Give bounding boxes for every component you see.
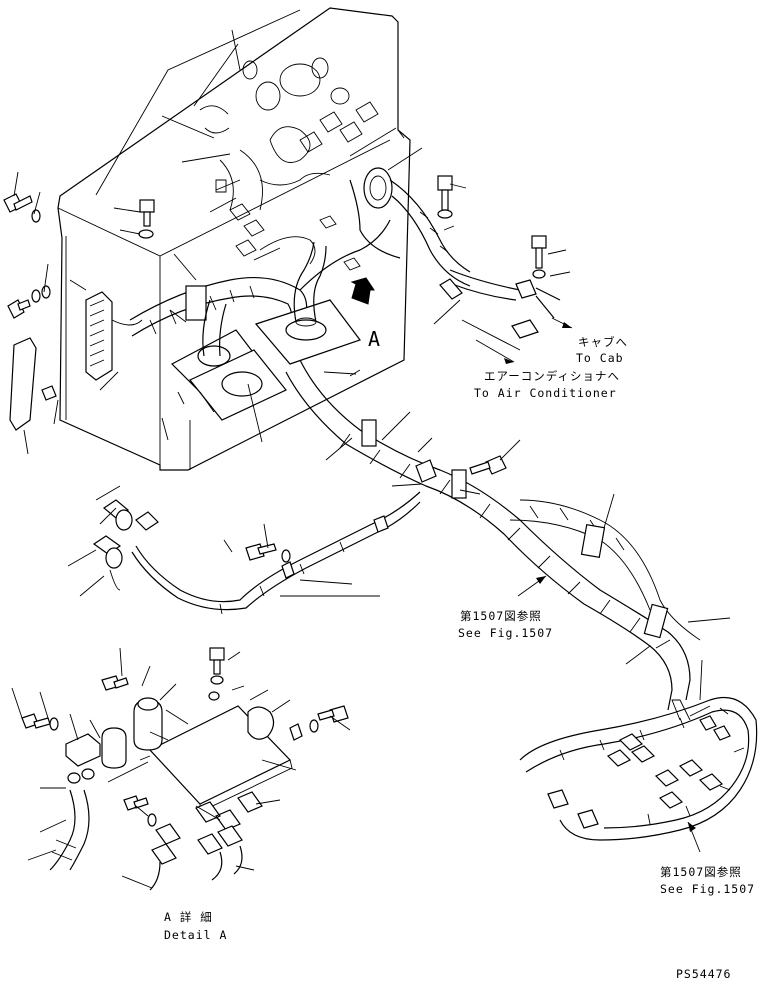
leader-lines	[11, 29, 731, 889]
main-harness-run	[285, 359, 701, 711]
see-fig-2-jp-label: 第1507図参照	[660, 865, 742, 879]
bolt-mid	[245, 543, 291, 563]
sensor-harness	[92, 491, 421, 615]
drawing-number: PS54476	[676, 967, 731, 981]
bolt-washer-left-2	[7, 285, 51, 319]
to-cab-en-label: To Cab	[576, 351, 624, 365]
see-fig-1-jp-label: 第1507図参照	[460, 609, 542, 623]
console-body	[57, 7, 411, 471]
bolt-washer-left-1	[3, 193, 41, 223]
lever-boot-2	[171, 299, 263, 393]
grommet-right	[363, 167, 471, 287]
to-ac-jp-label: エアーコンディショナへ	[484, 369, 620, 383]
fuse-box	[85, 291, 143, 381]
to-cab-jp-label: キャブへ	[578, 335, 628, 349]
bolt-washer-right-2	[531, 235, 547, 279]
bolt-washer-top	[138, 199, 155, 239]
cab-harness	[439, 269, 561, 339]
cover-panel	[9, 337, 37, 431]
bolt-washer-right-1	[437, 175, 453, 219]
detail-a-jp-label: A 詳 細	[164, 910, 213, 924]
lever-boot-1	[254, 241, 361, 365]
see-fig-2-en-label: See Fig.1507	[660, 882, 755, 896]
relay-harness-right	[519, 696, 758, 841]
bolt-harness	[469, 455, 507, 475]
callout-arrows	[475, 317, 701, 853]
detail-a-drawing	[49, 697, 293, 891]
detail-a-en-label: Detail A	[164, 928, 227, 942]
see-fig-1-en-label: See Fig.1507	[458, 626, 553, 640]
text-labels: キャブへ To Cab エアーコンディショナへ To Air Condition…	[164, 335, 755, 981]
to-ac-en-label: To Air Conditioner	[474, 386, 617, 400]
mount-plate	[189, 349, 287, 421]
detail-a-bolts	[21, 647, 349, 827]
view-arrow-a: A	[350, 277, 380, 351]
view-arrow-letter: A	[368, 327, 380, 351]
clip-small	[41, 385, 57, 401]
